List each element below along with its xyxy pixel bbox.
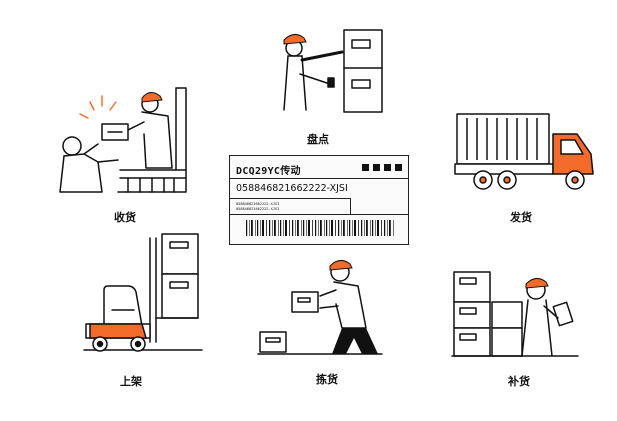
caption-receive: 收货 xyxy=(114,211,136,224)
caption-putaway: 上架 xyxy=(120,375,142,388)
caption-ship: 发货 xyxy=(510,211,532,224)
worker-handover-illustration xyxy=(59,87,187,193)
label-divider xyxy=(230,178,408,179)
step-inventory xyxy=(272,28,387,120)
label-marker-squares xyxy=(362,164,402,171)
step-putaway xyxy=(82,232,204,357)
shipping-label: DCQ29YC传动 058846821662222-XJSI 058846821… xyxy=(229,155,409,245)
label-small-line-2: 058846821662222-XJSI xyxy=(236,207,280,211)
worker-clipboard-illustration xyxy=(451,271,579,357)
step-receive xyxy=(58,82,193,202)
forklift-illustration xyxy=(83,233,203,352)
truck-illustration xyxy=(454,113,594,190)
caption-replenish: 补货 xyxy=(508,375,530,388)
caption-pick: 拣货 xyxy=(316,373,338,386)
step-ship xyxy=(453,112,598,194)
step-pick xyxy=(257,256,384,356)
label-small-line-1: 058846821662222-XJSI xyxy=(236,202,280,206)
label-title: DCQ29YC传动 xyxy=(236,166,301,177)
caption-inventory: 盘点 xyxy=(307,133,329,146)
barcode-icon xyxy=(246,220,394,236)
label-code: 058846821662222-XJSI xyxy=(236,183,348,194)
worker-cabinet-illustration xyxy=(283,29,383,113)
step-replenish xyxy=(451,270,580,360)
worker-carry-box-illustration xyxy=(257,260,383,355)
